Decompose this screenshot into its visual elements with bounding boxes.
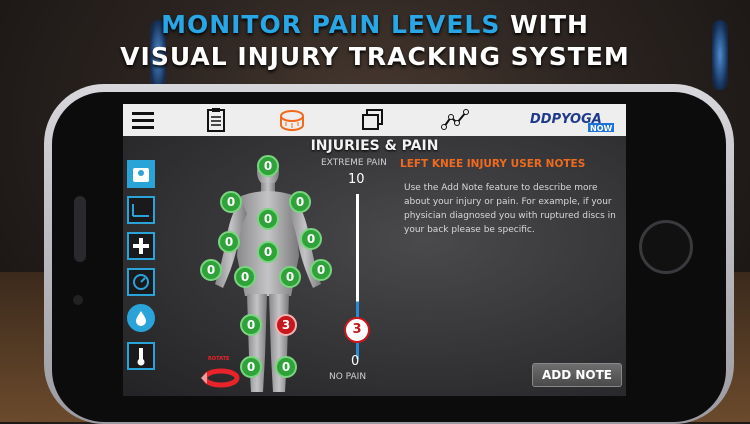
home-button[interactable]	[639, 220, 693, 274]
chart-line-icon[interactable]	[441, 108, 469, 132]
promo-headline-rest: WITH	[500, 10, 589, 39]
sidebar-body-chart-button[interactable]	[127, 196, 155, 224]
pain-point-right-shoulder[interactable]: 0	[289, 191, 311, 213]
pain-point-left-shoulder[interactable]: 0	[220, 191, 242, 213]
pain-point-head[interactable]: 0	[257, 155, 279, 177]
pain-point-chest[interactable]: 0	[257, 208, 279, 230]
no-pain-label: NO PAIN	[329, 372, 367, 382]
injuries-panel: INJURIES & PAIN	[123, 136, 626, 396]
add-note-button[interactable]: ADD NOTE	[532, 363, 622, 387]
sidebar-water-button[interactable]	[127, 304, 155, 332]
gauge-icon	[133, 274, 149, 290]
background-light	[712, 20, 728, 90]
top-toolbar: DDPYOGA NOW	[123, 104, 626, 136]
pain-point-right-foot[interactable]: 0	[240, 356, 262, 378]
pain-point-left-knee[interactable]: 3	[275, 314, 297, 336]
pain-point-left-hip[interactable]: 0	[234, 266, 256, 288]
water-drop-icon	[136, 311, 146, 326]
promo-headline-1: MONITOR PAIN LEVELS WITH	[0, 10, 750, 39]
sidebar-scale-button[interactable]	[127, 160, 155, 188]
pain-point-abdomen[interactable]: 0	[257, 241, 279, 263]
scale-icon	[133, 168, 149, 182]
sidebar-add-button[interactable]	[127, 232, 155, 260]
layers-icon[interactable]	[359, 108, 387, 132]
pain-point-right-hand[interactable]: 0	[310, 259, 332, 281]
extreme-pain-label: EXTREME PAIN	[321, 158, 387, 168]
promo-headline-2: VISUAL INJURY TRACKING SYSTEM	[120, 42, 630, 71]
pain-point-left-foot[interactable]: 0	[275, 356, 297, 378]
app-logo: DDPYOGA NOW	[530, 112, 614, 133]
pain-point-right-upper-arm[interactable]: 0	[300, 228, 322, 250]
pain-slider-knob[interactable]: 3	[344, 317, 370, 343]
rotate-icon[interactable]	[199, 362, 243, 392]
body-chart-icon	[132, 204, 149, 217]
tape-measure-icon[interactable]	[278, 108, 306, 132]
sidebar-gauge-button[interactable]	[127, 268, 155, 296]
notes-body: Use the Add Note feature to describe mor…	[404, 183, 616, 235]
pain-point-left-hand[interactable]: 0	[200, 259, 222, 281]
promo-headline-highlight: MONITOR PAIN LEVELS	[161, 10, 501, 39]
rotate-label: ROTATE	[208, 356, 230, 362]
sidebar-thermometer-button[interactable]	[127, 342, 155, 370]
max-value: 10	[348, 172, 365, 187]
phone-camera	[73, 295, 83, 305]
pain-point-left-upper-arm[interactable]: 0	[218, 231, 240, 253]
menu-icon[interactable]	[129, 108, 157, 132]
logo-text: DDPYOGA	[530, 112, 602, 127]
pain-point-right-hip[interactable]: 0	[279, 266, 301, 288]
min-value: 0	[351, 354, 360, 369]
pain-point-right-knee[interactable]: 0	[240, 314, 262, 336]
clipboard-icon[interactable]	[202, 108, 230, 132]
notes-title: LEFT KNEE INJURY USER NOTES	[400, 158, 586, 170]
phone-speaker	[74, 196, 86, 262]
page-title: INJURIES & PAIN	[310, 138, 439, 154]
app-screen: DDPYOGA NOW INJURIES & PAIN	[123, 104, 626, 396]
pain-slider-track[interactable]	[356, 194, 359, 359]
logo-sub: NOW	[590, 124, 612, 133]
background-light	[150, 20, 166, 90]
thermometer-icon	[137, 348, 145, 366]
add-icon	[133, 238, 149, 254]
